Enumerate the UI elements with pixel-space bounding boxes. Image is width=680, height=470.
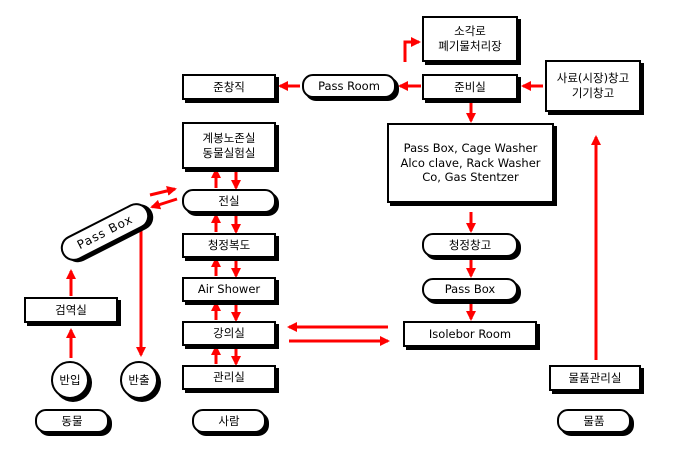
incineration-node: 소각로 폐기물처리장	[422, 16, 518, 62]
animal-in-node: 반입	[51, 361, 89, 399]
clean-corridor-node: 청정복도	[182, 233, 276, 258]
label-people: 사람	[192, 409, 266, 433]
animal-out-node: 반출	[120, 361, 158, 399]
prep-room-top-node: 준창직	[182, 74, 276, 100]
label-goods: 물품	[557, 409, 631, 433]
anteroom-node: 전실	[182, 189, 276, 213]
air-shower-node: Air Shower	[182, 277, 276, 302]
arrow-anteroom-to-passbox	[150, 197, 178, 210]
label-animal: 동물	[35, 409, 109, 433]
pass-room-node: Pass Room	[302, 74, 396, 98]
equipment-node: Pass Box, Cage Washer Alco clave, Rack W…	[387, 123, 554, 203]
pass-box-node: Pass Box	[422, 278, 518, 301]
lecture-room-node: 강의실	[182, 321, 276, 346]
management-node: 관리실	[182, 365, 276, 390]
quarantine-node: 검역실	[24, 297, 118, 323]
arrow-passbox-to-anteroom	[149, 186, 177, 197]
feed-storage-node: 사료(시장)창고 기기창고	[545, 60, 641, 112]
prep-room-node: 준비실	[422, 74, 518, 100]
goods-management-node: 물품관리실	[549, 365, 641, 391]
clean-storage-node: 청정창고	[422, 233, 518, 257]
breeding-lab-node: 계봉노존실 동물실험실	[182, 122, 276, 169]
arrow-prep-to-incineration	[403, 37, 421, 62]
isolator-room-node: Isolebor Room	[403, 321, 537, 347]
